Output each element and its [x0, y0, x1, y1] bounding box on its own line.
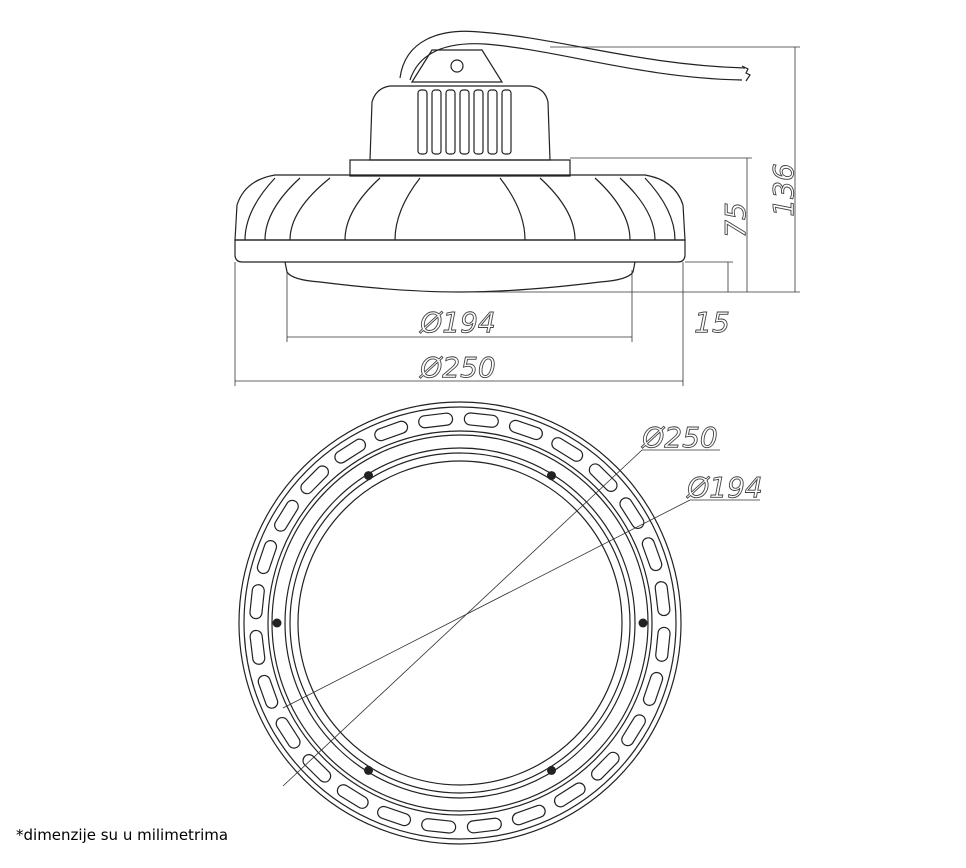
housing-fin [487, 89, 498, 155]
dim-total-height: 136 [767, 163, 800, 216]
mount-bracket [410, 49, 504, 83]
vent-slot [642, 671, 664, 706]
dim-outer-diameter: Ø250 [641, 421, 717, 454]
vent-slot [256, 540, 278, 575]
vent-slot [463, 412, 499, 428]
vent-slot [551, 437, 584, 462]
dim-lens-diameter: Ø194 [419, 306, 495, 339]
screw [364, 765, 373, 775]
vent-slot [553, 782, 586, 808]
vent-slot [249, 629, 266, 665]
dim-body-height: 75 [719, 202, 752, 238]
outer-ring [238, 401, 682, 845]
screw [547, 471, 556, 481]
vent-slots [249, 412, 671, 834]
heatsink-fin [394, 177, 421, 241]
driver-housing [369, 85, 551, 161]
screw [547, 765, 556, 775]
housing-fin [459, 89, 470, 155]
dim-body-diameter: Ø250 [419, 351, 495, 384]
heatsink-fin [244, 177, 276, 241]
vent-slot [619, 497, 645, 530]
body-rim [234, 239, 686, 263]
vent-slot [641, 537, 663, 572]
outer-ring-inner-edge [243, 406, 677, 840]
vent-slot [257, 674, 279, 709]
vent-slot [508, 419, 543, 441]
vent-slot [655, 626, 671, 662]
vent-slot [377, 805, 412, 827]
side-view: 136 75 15 Ø194 Ø250 [234, 30, 800, 386]
heatsink-fin [619, 177, 656, 241]
heatsink-fin [594, 177, 631, 241]
vent-slot [591, 751, 620, 781]
vent-slot [374, 420, 409, 442]
heatsink-fin [539, 177, 576, 241]
heatsink-fin [264, 177, 301, 241]
vent-slot [511, 804, 546, 826]
lens [284, 261, 636, 293]
vent-slot [336, 784, 369, 809]
vent-slot [334, 438, 367, 464]
dimension-lines [234, 46, 800, 386]
slot-ring-inner [267, 430, 653, 816]
lens-ring [284, 447, 636, 799]
vent-slot [302, 754, 332, 783]
housing-fin [431, 89, 442, 155]
heatsink-body [234, 174, 686, 241]
lens-inner [297, 460, 623, 786]
power-cable [399, 30, 746, 81]
vent-slot [588, 463, 618, 492]
lens-edge [289, 452, 631, 794]
housing-fin [473, 89, 484, 155]
vent-slot [274, 499, 299, 532]
footnote: *dimenzije su u milimetrima [16, 826, 229, 844]
vent-slot [466, 817, 502, 834]
dim-lens-height: 15 [694, 306, 730, 339]
vent-slot [300, 465, 329, 495]
screw [364, 471, 373, 481]
housing-fin [501, 89, 512, 155]
housing-flange [349, 159, 571, 177]
housing-fin [445, 89, 456, 155]
vent-slot [621, 714, 646, 747]
vent-slot [418, 412, 454, 429]
cable-end [741, 65, 751, 82]
bracket-hole [450, 59, 464, 73]
heatsink-fin [289, 177, 331, 241]
bottom-view: Ø250 Ø194 [238, 401, 763, 845]
screws [272, 471, 648, 775]
heatsink-fin [499, 177, 526, 241]
vent-slot [249, 584, 265, 620]
leader-lines [282, 449, 760, 787]
screw [272, 618, 282, 628]
housing-fin [417, 89, 428, 155]
vent-slot [654, 581, 671, 617]
screw [638, 618, 648, 628]
frame-ring [271, 434, 649, 812]
heatsink-fin [344, 177, 381, 241]
heatsink-fin [644, 177, 676, 241]
housing-fins [417, 89, 512, 155]
vent-slot [275, 716, 301, 749]
dim-inner-diameter: Ø194 [686, 471, 762, 504]
vent-slot [421, 818, 457, 834]
heatsink-fins [244, 177, 676, 241]
